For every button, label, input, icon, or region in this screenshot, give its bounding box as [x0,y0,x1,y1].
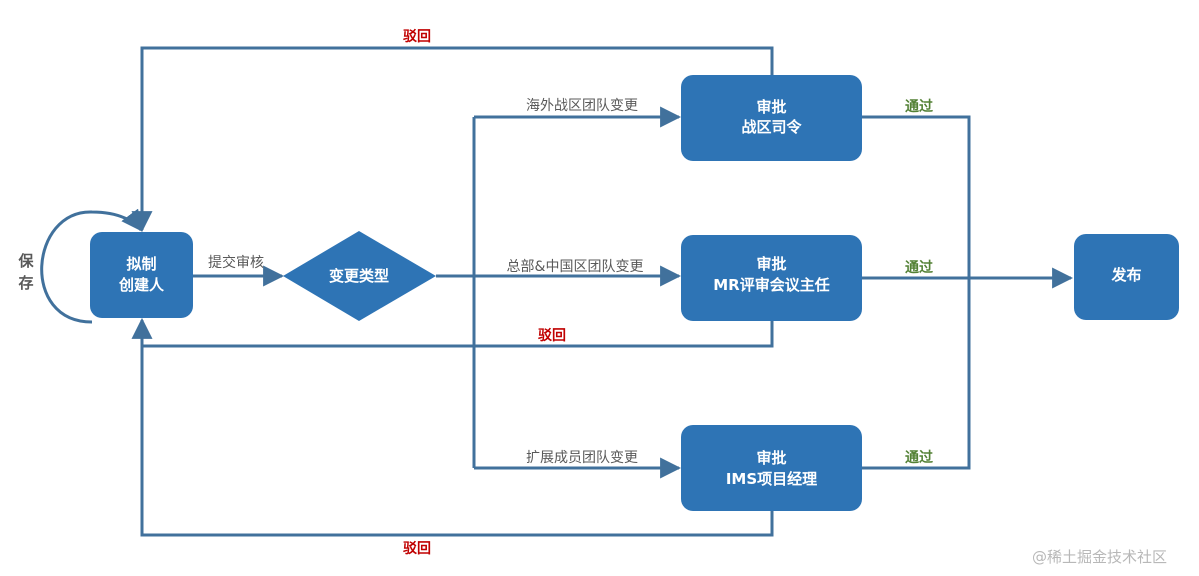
approve-mr-line2: MR评审会议主任 [713,276,829,294]
approve-mr-line1: 审批 [756,255,786,273]
submit-label: 提交审核 [208,254,264,271]
pass-top-label: 通过 [905,98,933,115]
creator-line2: 创建人 [118,276,165,294]
approve-overseas-line1: 审批 [756,98,786,116]
pass-top-edge [862,115,971,278]
save-loop-edge [40,208,143,324]
approve-overseas-node[interactable]: 审批 战区司令 [681,75,862,161]
pass-bottom-edge [862,278,971,470]
watermark: @稀土掘金技术社区 [1032,548,1168,566]
expand-change-label: 扩展成员团队变更 [526,450,638,466]
reject-bottom-label: 驳回 [403,541,431,557]
change-type-label: 变更类型 [329,267,389,285]
approve-ims-line1: 审批 [756,449,786,467]
reject-top-label: 驳回 [403,29,431,45]
change-type-decision[interactable]: 变更类型 [283,231,436,321]
save-label-line2: 存 [18,274,33,292]
overseas-change-label: 海外战区团队变更 [526,98,638,114]
approve-overseas-line2: 战区司令 [741,118,802,136]
approve-ims-line2: IMS项目经理 [726,470,817,488]
reject-mid-edge [131,317,774,348]
reject-bottom-edge [140,346,774,537]
creator-line1: 拟制 [126,255,156,273]
creator-node[interactable]: 拟制 创建人 [90,232,193,318]
reject-mid-label: 驳回 [538,328,566,344]
pass-bottom-label: 通过 [905,449,933,466]
save-label-line1: 保 [17,252,34,270]
hq-change-label: 总部&中国区团队变更 [507,259,644,275]
reject-top-edge [131,46,774,233]
publish-label: 发布 [1110,266,1141,284]
approve-mr-node[interactable]: 审批 MR评审会议主任 [681,235,862,321]
publish-node[interactable]: 发布 [1074,234,1179,320]
approve-ims-node[interactable]: 审批 IMS项目经理 [681,425,862,511]
pass-mid-label: 通过 [905,259,933,276]
